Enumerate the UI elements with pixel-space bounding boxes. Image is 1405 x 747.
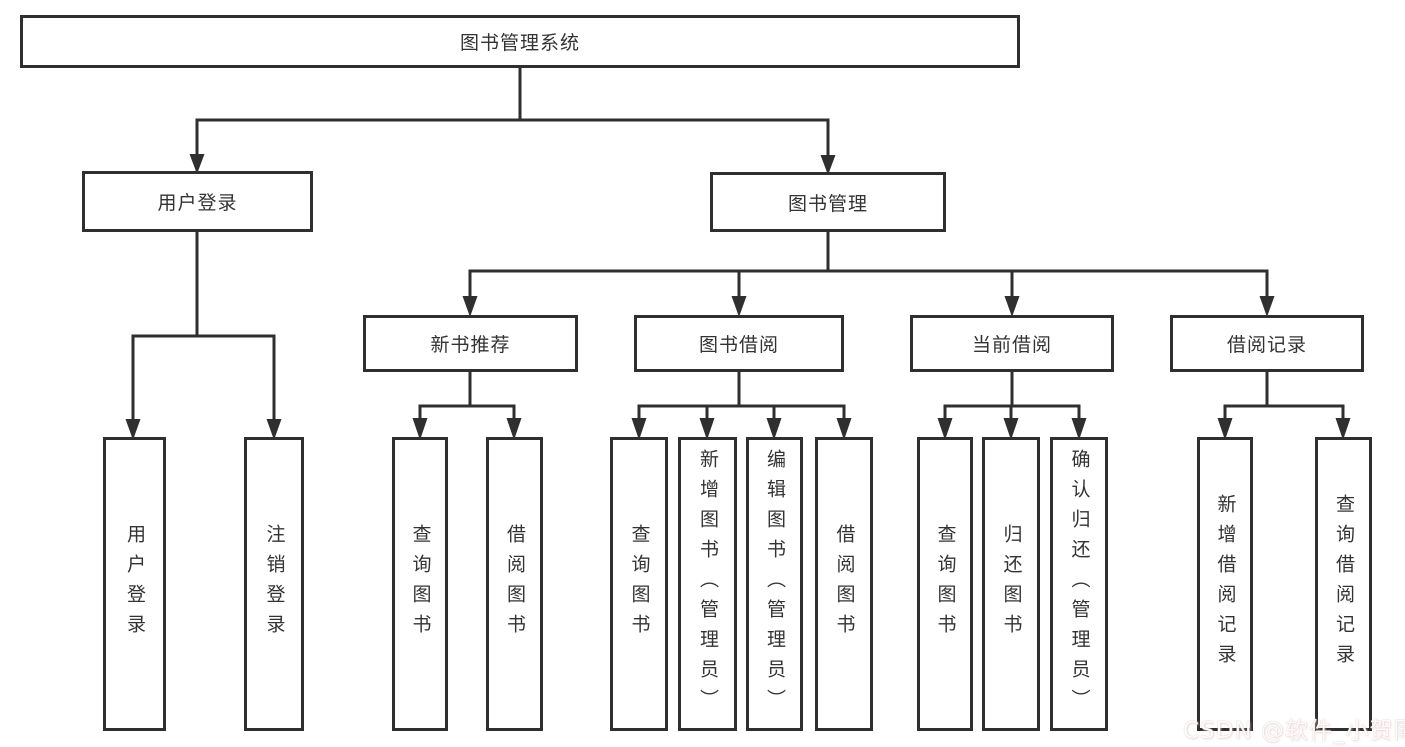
- node-current-borrow-label: 当前借阅: [971, 334, 1052, 356]
- node-user-login: 用户登录: [82, 171, 313, 232]
- leaf-query-book-current: 查询图书: [917, 437, 973, 731]
- leaf-edit-book-admin: 编辑图书（管理员）: [746, 437, 803, 731]
- leaf-query-book-borrow-label: 查询图书: [628, 524, 651, 644]
- leaf-borrow-book-rec-label: 借阅图书: [504, 524, 526, 644]
- node-borrow-records-label: 借阅记录: [1226, 334, 1307, 356]
- node-root-label: 图书管理系统: [459, 32, 580, 54]
- leaf-query-book-current-label: 查询图书: [934, 524, 957, 644]
- leaf-confirm-return-admin-label: 确认归还（管理员）: [1068, 449, 1091, 719]
- connector-new-book-rec-to-leaves: [412, 371, 522, 440]
- leaf-add-borrow-record-label: 新增借阅记录: [1214, 494, 1237, 674]
- node-current-borrow: 当前借阅: [910, 315, 1114, 372]
- node-book-mgmt-label: 图书管理: [787, 192, 868, 215]
- node-user-login-label: 用户登录: [157, 192, 238, 214]
- leaf-return-book: 归还图书: [982, 437, 1040, 731]
- leaf-query-book-rec: 查询图书: [392, 437, 448, 731]
- node-book-mgmt: 图书管理: [710, 172, 946, 232]
- node-book-borrow-label: 图书借阅: [698, 334, 779, 356]
- connector-borrow-records-to-leaves: [1217, 371, 1351, 440]
- leaf-add-borrow-record: 新增借阅记录: [1197, 437, 1253, 731]
- leaf-query-book-rec-label: 查询图书: [409, 524, 432, 644]
- leaf-query-borrow-record: 查询借阅记录: [1315, 437, 1372, 731]
- leaf-add-book-admin-label: 新增图书（管理员）: [697, 449, 719, 719]
- leaf-user-login-label: 用户登录: [124, 524, 146, 644]
- leaf-confirm-return-admin: 确认归还（管理员）: [1050, 437, 1108, 731]
- node-root: 图书管理系统: [20, 15, 1020, 68]
- leaf-borrow-book: 借阅图书: [815, 437, 873, 731]
- connector-root-to-level2: [189, 66, 836, 175]
- leaf-logout: 注销登录: [244, 437, 304, 731]
- leaf-query-borrow-record-label: 查询借阅记录: [1333, 494, 1355, 674]
- leaf-add-book-admin: 新增图书（管理员）: [678, 437, 737, 731]
- connector-book-mgmt-to-level3: [462, 231, 1275, 317]
- connector-book-borrow-to-leaves: [631, 371, 852, 440]
- leaf-borrow-book-label: 借阅图书: [833, 524, 856, 644]
- node-borrow-records: 借阅记录: [1170, 315, 1364, 372]
- leaf-logout-label: 注销登录: [263, 524, 286, 644]
- node-new-book-rec-label: 新书推荐: [430, 334, 511, 356]
- leaf-return-book-label: 归还图书: [1000, 524, 1023, 644]
- leaf-user-login: 用户登录: [103, 437, 166, 731]
- leaf-query-book-borrow: 查询图书: [610, 437, 668, 731]
- node-book-borrow: 图书借阅: [634, 315, 844, 372]
- node-new-book-rec: 新书推荐: [363, 315, 578, 372]
- csdn-watermark: CSDN @软件_小贺同学: [1183, 718, 1405, 744]
- leaf-borrow-book-rec: 借阅图书: [486, 437, 543, 731]
- leaf-edit-book-admin-label: 编辑图书（管理员）: [764, 449, 786, 719]
- connector-user-login-to-leaves: [125, 231, 282, 440]
- connector-current-borrow-to-leaves: [937, 371, 1087, 440]
